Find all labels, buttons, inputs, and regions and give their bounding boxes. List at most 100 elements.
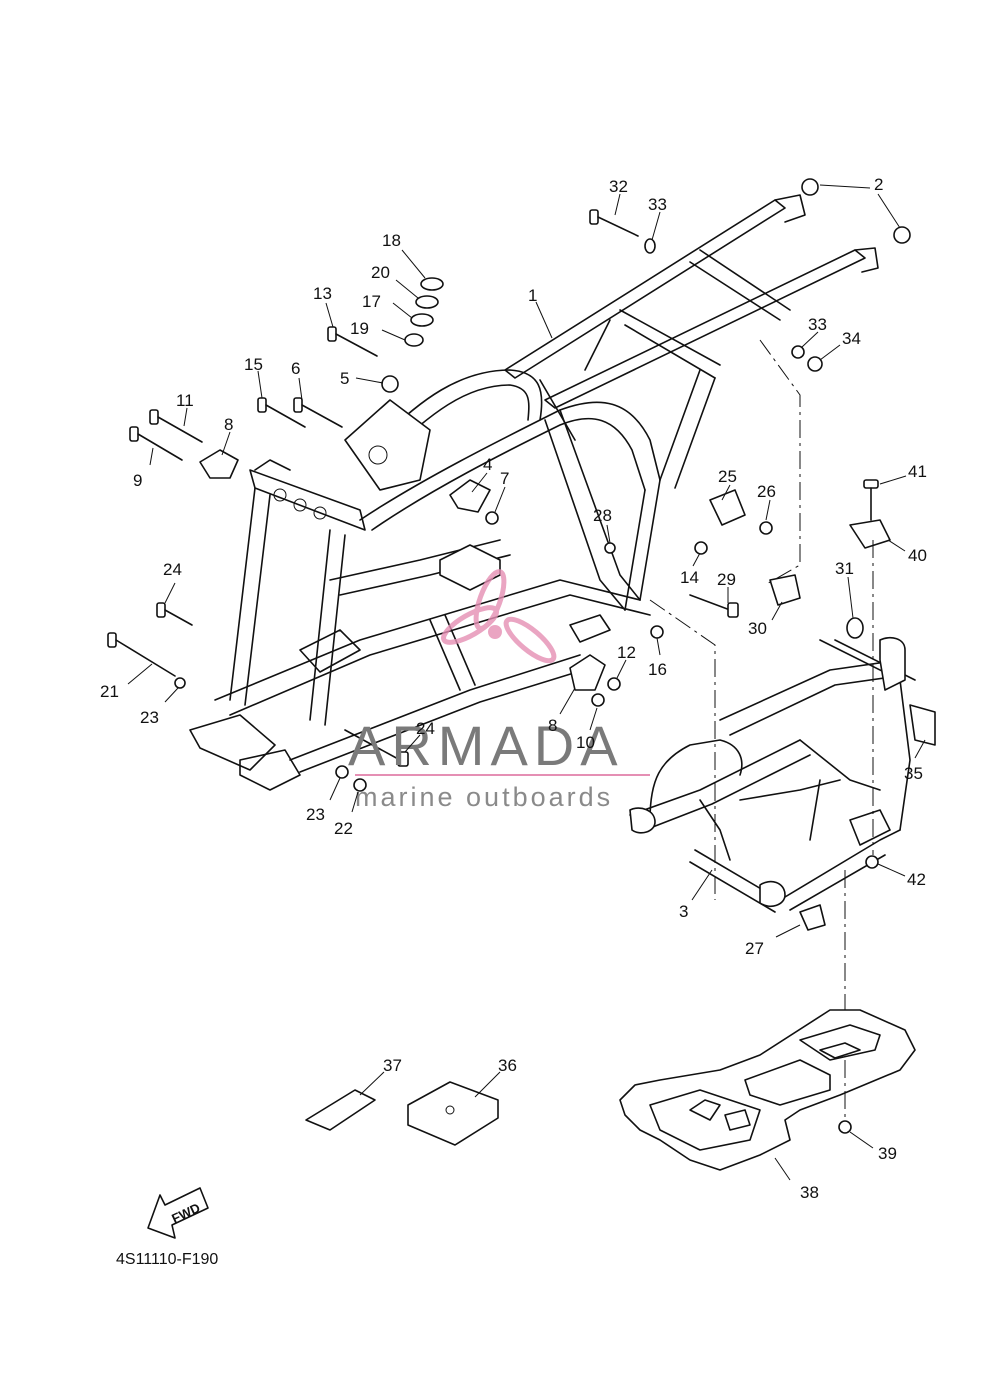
callout-label: 38 <box>800 1183 819 1202</box>
collar-20 <box>415 295 439 309</box>
callout-label: 14 <box>680 568 699 587</box>
callout-23a: 23 <box>140 687 179 727</box>
plate-8b <box>569 654 606 691</box>
nut-16 <box>650 625 664 639</box>
bolt-21 <box>107 632 176 677</box>
callout-16: 16 <box>648 637 667 679</box>
callout-28: 28 <box>593 506 612 544</box>
callout-25: 25 <box>718 467 737 501</box>
callout-label: 3 <box>679 902 688 921</box>
bushing-30 <box>769 574 801 606</box>
nut-7 <box>485 511 499 525</box>
bolt-24b <box>344 729 409 767</box>
fasteners <box>107 178 911 1146</box>
callout-14: 14 <box>680 552 701 587</box>
callout-label: 27 <box>745 939 764 958</box>
nut-22 <box>353 778 367 792</box>
bolt-13 <box>327 326 378 357</box>
callout-40: 40 <box>887 539 927 565</box>
watermark: ARMADA marine outboards <box>348 569 650 812</box>
callout-label: 42 <box>907 870 926 889</box>
callout-5: 5 <box>340 369 384 388</box>
callout-label: 15 <box>244 355 263 374</box>
callout-label: 24 <box>163 560 182 579</box>
callout-label: 6 <box>291 359 300 378</box>
bolt-26 <box>759 521 773 535</box>
tool-37 <box>305 1089 376 1131</box>
callout-label: 29 <box>717 570 736 589</box>
callout-label: 32 <box>609 177 628 196</box>
callout-label: 8 <box>224 415 233 434</box>
callout-10: 10 <box>576 707 598 752</box>
nut-39 <box>838 1120 852 1134</box>
callout-label: 39 <box>878 1144 897 1163</box>
propeller-logo-icon <box>441 569 557 664</box>
callout-label: 23 <box>140 708 159 727</box>
main-frame <box>189 194 879 791</box>
callout-label: 20 <box>371 263 390 282</box>
callout-label: 24 <box>416 719 435 738</box>
washer-33a <box>644 238 656 254</box>
callout-label: 13 <box>313 284 332 303</box>
callout-36: 36 <box>474 1056 517 1098</box>
nut-34 <box>807 356 823 372</box>
callout-32: 32 <box>609 177 628 216</box>
bolt-11 <box>149 409 203 443</box>
callout-8b: 8 <box>548 687 576 735</box>
bolt-32 <box>589 209 639 237</box>
callout-8a: 8 <box>221 415 233 456</box>
washer-23b <box>335 765 349 779</box>
bushing-27 <box>799 904 826 931</box>
callout-9: 9 <box>133 447 154 490</box>
callout-1: 1 <box>528 286 553 339</box>
callout-label: 8 <box>548 716 557 735</box>
callout-13: 13 <box>313 284 334 328</box>
callout-label: 4 <box>483 455 492 474</box>
callout-42: 42 <box>877 863 926 889</box>
callout-21: 21 <box>100 663 153 701</box>
nut-10 <box>591 693 605 707</box>
nut-12 <box>607 677 621 691</box>
bushing-17 <box>410 313 434 327</box>
watermark-brand: ARMADA <box>348 714 624 777</box>
cap-2a <box>801 178 819 196</box>
callout-label: 31 <box>835 559 854 578</box>
callout-20: 20 <box>371 263 419 299</box>
collar-31 <box>846 617 864 639</box>
callout-label: 2 <box>874 175 883 194</box>
callout-label: 35 <box>904 764 923 783</box>
callout-17: 17 <box>362 292 413 319</box>
callout-23b: 23 <box>306 777 341 824</box>
callout-label: 26 <box>757 482 776 501</box>
bolt-41 <box>863 479 879 521</box>
bolt-9 <box>129 426 183 461</box>
tool-pouch-36 <box>407 1081 499 1146</box>
callout-33a: 33 <box>648 195 667 241</box>
callout-27: 27 <box>745 924 801 958</box>
bolt-29 <box>689 594 739 618</box>
callout-label: 17 <box>362 292 381 311</box>
callout-31: 31 <box>835 559 854 619</box>
bushing-18 <box>420 277 444 291</box>
callout-label: 25 <box>718 467 737 486</box>
collar-19 <box>404 333 424 347</box>
callout-label: 12 <box>617 643 636 662</box>
fwd-arrow-icon: FWD <box>147 1187 209 1239</box>
callouts: 1 2 3 4 5 6 7 8 8 9 10 11 12 13 14 15 16… <box>100 175 927 1202</box>
callout-label: 7 <box>500 469 509 488</box>
cap-2b <box>893 226 911 244</box>
callout-label: 11 <box>176 391 194 410</box>
plate-8a <box>199 449 239 479</box>
callout-2: 2 <box>819 175 901 229</box>
callout-41: 41 <box>879 462 927 485</box>
callout-label: 16 <box>648 660 667 679</box>
nut-42 <box>865 855 879 869</box>
callout-22: 22 <box>334 791 359 838</box>
nut-14 <box>694 541 708 555</box>
callout-label: 34 <box>842 329 861 348</box>
washer-33b <box>791 345 805 359</box>
callout-label: 41 <box>908 462 927 481</box>
callout-18: 18 <box>382 231 426 279</box>
